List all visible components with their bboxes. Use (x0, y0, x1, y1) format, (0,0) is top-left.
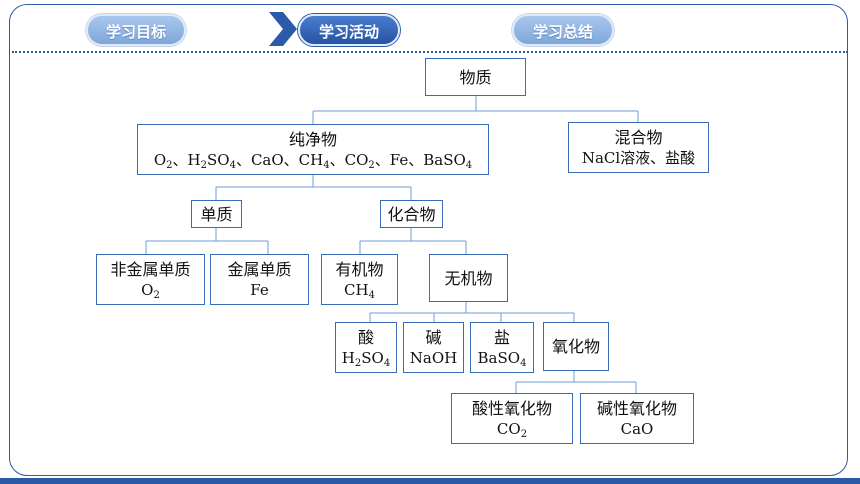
node-metal: 金属单质 Fe (210, 254, 309, 305)
node-element: 单质 (191, 200, 242, 228)
node-oxide-label: 氧化物 (551, 337, 600, 356)
bottom-bar (0, 478, 860, 484)
node-base-title: 碱 (425, 327, 442, 347)
node-inorganic: 无机物 (429, 254, 508, 302)
node-metal-formula: Fe (250, 280, 269, 299)
node-organic-formula: CH4 (344, 280, 375, 301)
node-oxide: 氧化物 (543, 322, 609, 371)
node-organic-title: 有机物 (335, 259, 384, 279)
node-pure-title: 纯净物 (288, 129, 337, 149)
node-basic-oxide-title: 碱性氧化物 (596, 398, 677, 418)
node-acid-formula: H2SO4 (341, 348, 391, 369)
node-salt-title: 盐 (493, 327, 510, 347)
node-acidic-oxide-formula: CO2 (496, 419, 528, 440)
node-compound-label: 化合物 (387, 204, 436, 224)
node-acidic-oxide: 酸性氧化物 CO2 (451, 393, 573, 444)
node-base-formula: NaOH (409, 348, 458, 367)
node-basic-oxide-formula: CaO (620, 419, 654, 438)
tab-learning-summary[interactable]: 学习总结 (512, 14, 614, 46)
node-nonmetal: 非金属单质 O2 (96, 254, 205, 305)
node-nonmetal-title: 非金属单质 (110, 259, 191, 279)
node-pure-examples: O2、H2SO4、CaO、CH4、CO2、Fe、BaSO4 (153, 150, 473, 171)
node-mixture: 混合物 NaCl溶液、盐酸 (568, 122, 709, 173)
node-metal-title: 金属单质 (227, 259, 292, 279)
node-salt-formula: BaSO4 (477, 348, 527, 369)
node-compound: 化合物 (380, 200, 443, 228)
node-matter: 物质 (425, 58, 526, 96)
header-divider (12, 51, 848, 53)
tab-learning-activity[interactable]: 学习活动 (298, 14, 400, 46)
node-acid-title: 酸 (357, 327, 374, 347)
node-element-label: 单质 (200, 204, 233, 224)
node-base: 碱 NaOH (403, 322, 464, 373)
tab-learning-goals[interactable]: 学习目标 (86, 14, 186, 46)
node-mixture-examples: NaCl溶液、盐酸 (581, 148, 696, 167)
chevron-right-icon (269, 12, 297, 46)
node-mixture-title: 混合物 (614, 127, 663, 147)
node-matter-label: 物质 (459, 67, 492, 87)
node-inorganic-label: 无机物 (444, 268, 493, 288)
node-salt: 盐 BaSO4 (470, 322, 534, 373)
node-acidic-oxide-title: 酸性氧化物 (471, 398, 552, 418)
node-nonmetal-formula: O2 (141, 280, 160, 301)
node-organic: 有机物 CH4 (321, 254, 398, 305)
node-pure-substance: 纯净物 O2、H2SO4、CaO、CH4、CO2、Fe、BaSO4 (137, 124, 489, 175)
node-basic-oxide: 碱性氧化物 CaO (580, 393, 694, 444)
node-acid: 酸 H2SO4 (335, 322, 397, 373)
